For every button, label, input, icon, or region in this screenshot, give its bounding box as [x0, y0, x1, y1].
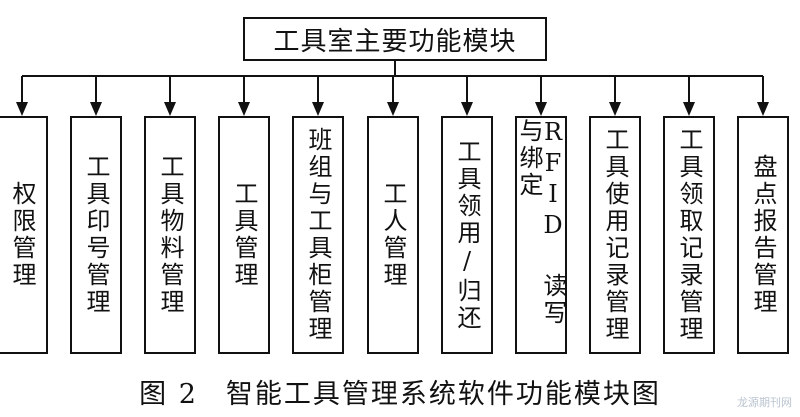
module-label: 工具物料管理: [156, 154, 184, 316]
module-box: 权限管理: [0, 116, 48, 354]
module-label: 工具使用记录管理: [601, 127, 629, 343]
arrow-head-icon: [683, 102, 695, 116]
module-box: RFID 读写与绑定: [515, 116, 567, 354]
arrow-head-icon: [312, 102, 324, 116]
figure-number: 图 2: [139, 379, 198, 410]
arrow-head-icon: [461, 102, 473, 116]
module-box: 工人管理: [367, 116, 419, 354]
module-box: 盘点报告管理: [737, 116, 789, 354]
figure-title: 智能工具管理系统软件功能模块图: [225, 379, 661, 410]
module-box: 工具物料管理: [144, 116, 196, 354]
module-label: RFID 读写与绑定: [515, 118, 567, 327]
module-box: 工具领取记录管理: [663, 116, 715, 354]
module-label: 工具印号管理: [82, 154, 110, 316]
module-box: 工具印号管理: [70, 116, 122, 354]
module-label: 班组与工具柜管理: [304, 127, 332, 343]
module-label: 盘点报告管理: [749, 154, 777, 316]
arrow-head-icon: [757, 102, 769, 116]
root-module-box: 工具室主要功能模块: [243, 17, 547, 61]
module-box: 工具使用记录管理: [589, 116, 641, 354]
module-box: 班组与工具柜管理: [292, 116, 344, 354]
module-label: 工具领取记录管理: [675, 127, 703, 343]
arrow-head-icon: [16, 102, 28, 116]
module-box: 工具领用/归还: [441, 116, 493, 354]
arrow-head-icon: [387, 102, 399, 116]
arrow-head-icon: [90, 102, 102, 116]
arrow-head-icon: [164, 102, 176, 116]
watermark-logo: 龙源期刊网: [737, 396, 792, 409]
module-label: 工具管理: [230, 181, 258, 289]
arrow-head-icon: [609, 102, 621, 116]
arrow-head-icon: [238, 102, 250, 116]
module-label: 权限管理: [8, 181, 36, 289]
root-module-label: 工具室主要功能模块: [273, 26, 517, 57]
module-label: 工具领用/归还: [453, 138, 481, 332]
figure-caption: 图 2 智能工具管理系统软件功能模块图: [0, 372, 800, 411]
module-label: 工人管理: [379, 181, 407, 289]
arrow-head-icon: [535, 102, 547, 116]
module-box: 工具管理: [218, 116, 270, 354]
